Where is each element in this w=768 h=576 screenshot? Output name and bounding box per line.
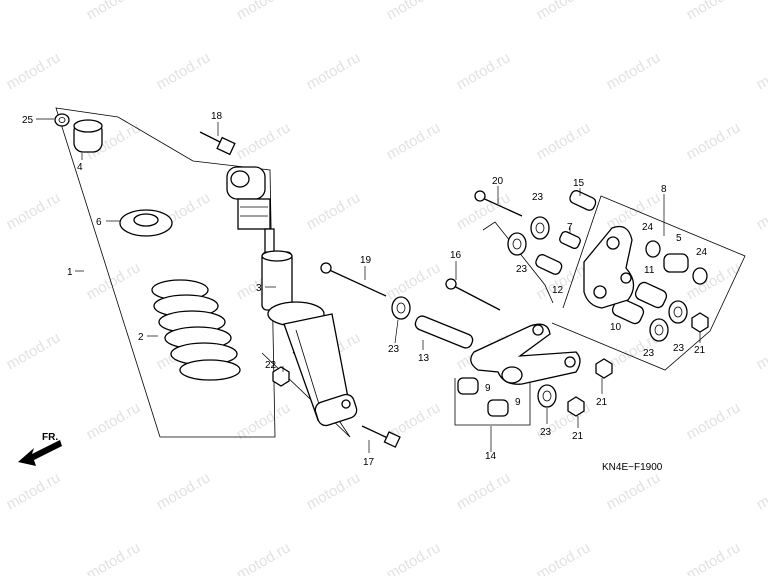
watermark-text: motod.ru (754, 189, 768, 233)
callout-5: 5 (676, 233, 682, 244)
callout-4: 4 (77, 162, 83, 173)
watermark-text: motod.ru (454, 469, 514, 513)
watermark-text: motod.ru (684, 259, 744, 303)
callout-23-b: 23 (532, 192, 544, 203)
callout-10: 10 (610, 322, 622, 333)
watermark-text: motod.ru (604, 469, 664, 513)
callout-2: 2 (138, 332, 144, 343)
watermark-text: motod.ru (234, 539, 294, 576)
callout-11: 11 (644, 265, 655, 276)
callout-23-d: 23 (643, 348, 655, 359)
watermark-text: motod.ru (84, 539, 144, 576)
callout-12: 12 (552, 285, 564, 296)
callout-leaders (36, 118, 701, 453)
spring (151, 279, 241, 381)
watermark-text: motod.ru (304, 49, 364, 93)
watermark-text: motod.ru (684, 399, 744, 443)
callout-23-f: 23 (540, 427, 552, 438)
callout-7: 7 (567, 222, 573, 233)
watermark-text: motod.ru (534, 119, 594, 163)
callout-3: 3 (256, 283, 262, 294)
callout-18: 18 (211, 111, 223, 122)
callout-14: 14 (485, 451, 497, 462)
callout-9-a: 9 (485, 383, 491, 394)
callout-19: 19 (360, 255, 372, 266)
callout-6: 6 (96, 217, 102, 228)
top-bushing (54, 113, 103, 153)
watermark-text: motod.ru (304, 469, 364, 513)
callout-16: 16 (450, 250, 462, 261)
watermark-text: motod.ru (684, 0, 744, 23)
direction-label: FR. (42, 432, 58, 443)
watermark-text: motod.ru (384, 0, 444, 23)
watermark-text: motod.ru (4, 49, 64, 93)
shock-absorber (226, 166, 358, 427)
watermark-text: motod.ru (154, 49, 214, 93)
watermark-text: motod.ru (304, 189, 364, 233)
watermark-text: motod.ru (754, 329, 768, 373)
watermark-text: motod.ru (604, 49, 664, 93)
cushion-arm (583, 225, 635, 309)
callout-23-c: 23 (516, 264, 528, 275)
callout-20: 20 (492, 176, 504, 187)
callout-24-a: 24 (642, 222, 654, 233)
callout-25: 25 (22, 115, 34, 126)
bolts (199, 131, 523, 448)
watermark-text: motod.ru (684, 539, 744, 576)
watermark-text: motod.ru (534, 0, 594, 23)
watermark-text: motod.ru (754, 469, 768, 513)
watermark-text: motod.ru (234, 0, 294, 23)
watermark-text: motod.ru (234, 119, 294, 163)
watermark-text: motod.ru (84, 0, 144, 23)
watermark-text: motod.ru (384, 259, 444, 303)
callout-1: 1 (67, 267, 73, 278)
watermark-text: motod.ru (4, 329, 64, 373)
callout-21-b: 21 (596, 397, 608, 408)
cushion-connecting-rod (470, 323, 581, 385)
nuts (272, 312, 709, 417)
spring-stopper (119, 209, 173, 237)
callout-13: 13 (418, 353, 430, 364)
callout-21-c: 21 (572, 431, 584, 442)
callout-23-a: 23 (388, 344, 400, 355)
callout-23-e: 23 (673, 343, 685, 354)
watermark-text: motod.ru (534, 539, 594, 576)
watermark-text: motod.ru (154, 469, 214, 513)
callout-labels: 25 4 6 1 2 3 18 22 19 23 13 17 16 20 23 … (22, 111, 708, 473)
callout-21-a: 21 (694, 345, 706, 356)
watermark-text: motod.ru (4, 469, 64, 513)
watermark-text: motod.ru (754, 49, 768, 93)
watermark-text: motod.ru (4, 189, 64, 233)
dust-seals (391, 216, 688, 408)
callout-15: 15 (573, 178, 585, 189)
callout-24-b: 24 (696, 247, 708, 258)
diagram-code: KN4E−F1900 (602, 462, 663, 473)
watermark-text: motod.ru (604, 189, 664, 233)
watermark-text: motod.ru (384, 539, 444, 576)
callout-22: 22 (265, 360, 277, 371)
watermark-text: motod.ru (684, 119, 744, 163)
watermark-text: motod.ru (84, 259, 144, 303)
watermark-text: motod.ru (384, 119, 444, 163)
callout-8: 8 (661, 184, 667, 195)
watermark-text: motod.ru (84, 399, 144, 443)
collars (414, 190, 708, 417)
watermark-text: motod.ru (454, 49, 514, 93)
callout-17: 17 (363, 457, 375, 468)
callout-9-b: 9 (515, 397, 521, 408)
front-direction-arrow: FR. (18, 432, 62, 466)
